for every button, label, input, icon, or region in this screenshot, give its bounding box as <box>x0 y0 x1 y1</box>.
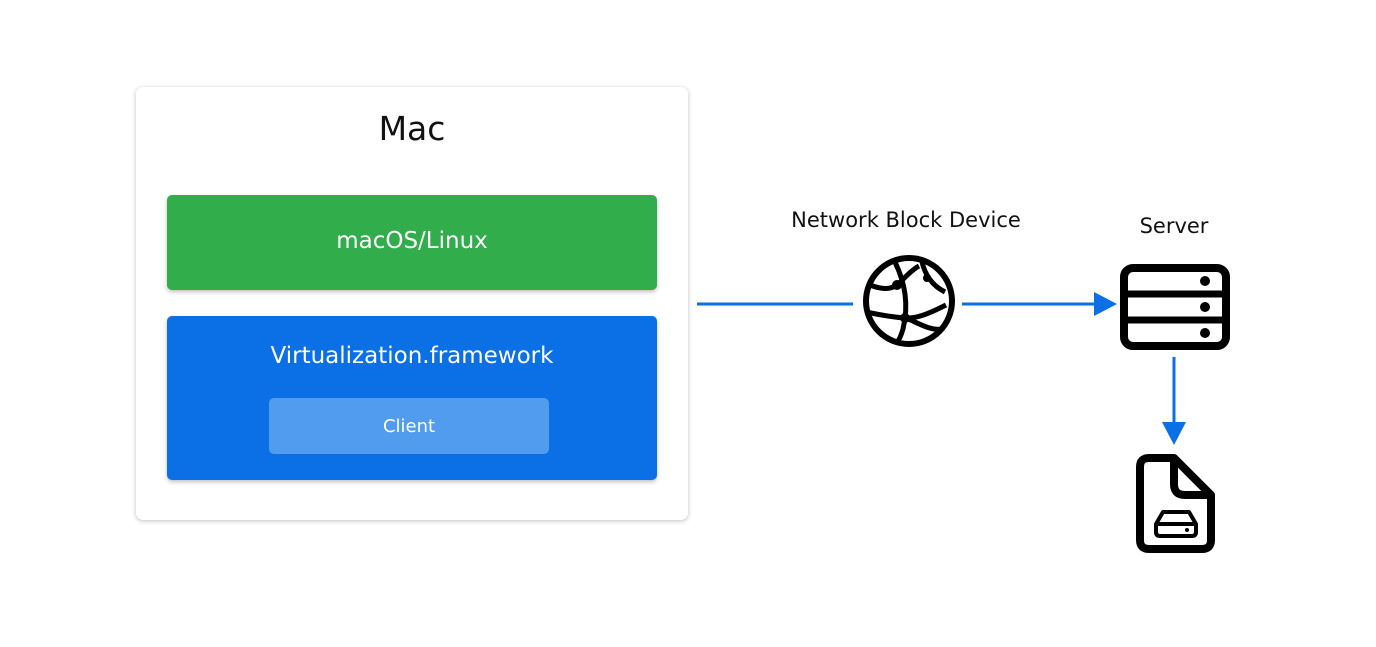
server-to-disk-arrow <box>1162 357 1186 445</box>
globe-icon <box>863 255 955 347</box>
server-icon <box>1120 264 1230 350</box>
client-label: Client <box>382 416 436 437</box>
disk-image-file-icon <box>1136 454 1215 553</box>
client-box: Client <box>269 398 549 454</box>
virtualization-framework-label: Virtualization.framework <box>270 343 554 369</box>
mac-container: Mac macOS/Linux Virtualization.framework… <box>136 87 688 520</box>
os-layer-box: macOS/Linux <box>167 195 657 290</box>
virtualization-framework-box: Virtualization.framework Client <box>167 316 657 480</box>
network-block-device-label: Network Block Device <box>791 208 1021 232</box>
server-label: Server <box>1139 214 1209 238</box>
os-layer-label: macOS/Linux <box>336 228 488 254</box>
mac-title: Mac <box>378 109 446 148</box>
nbd-to-server-arrow <box>962 292 1117 316</box>
